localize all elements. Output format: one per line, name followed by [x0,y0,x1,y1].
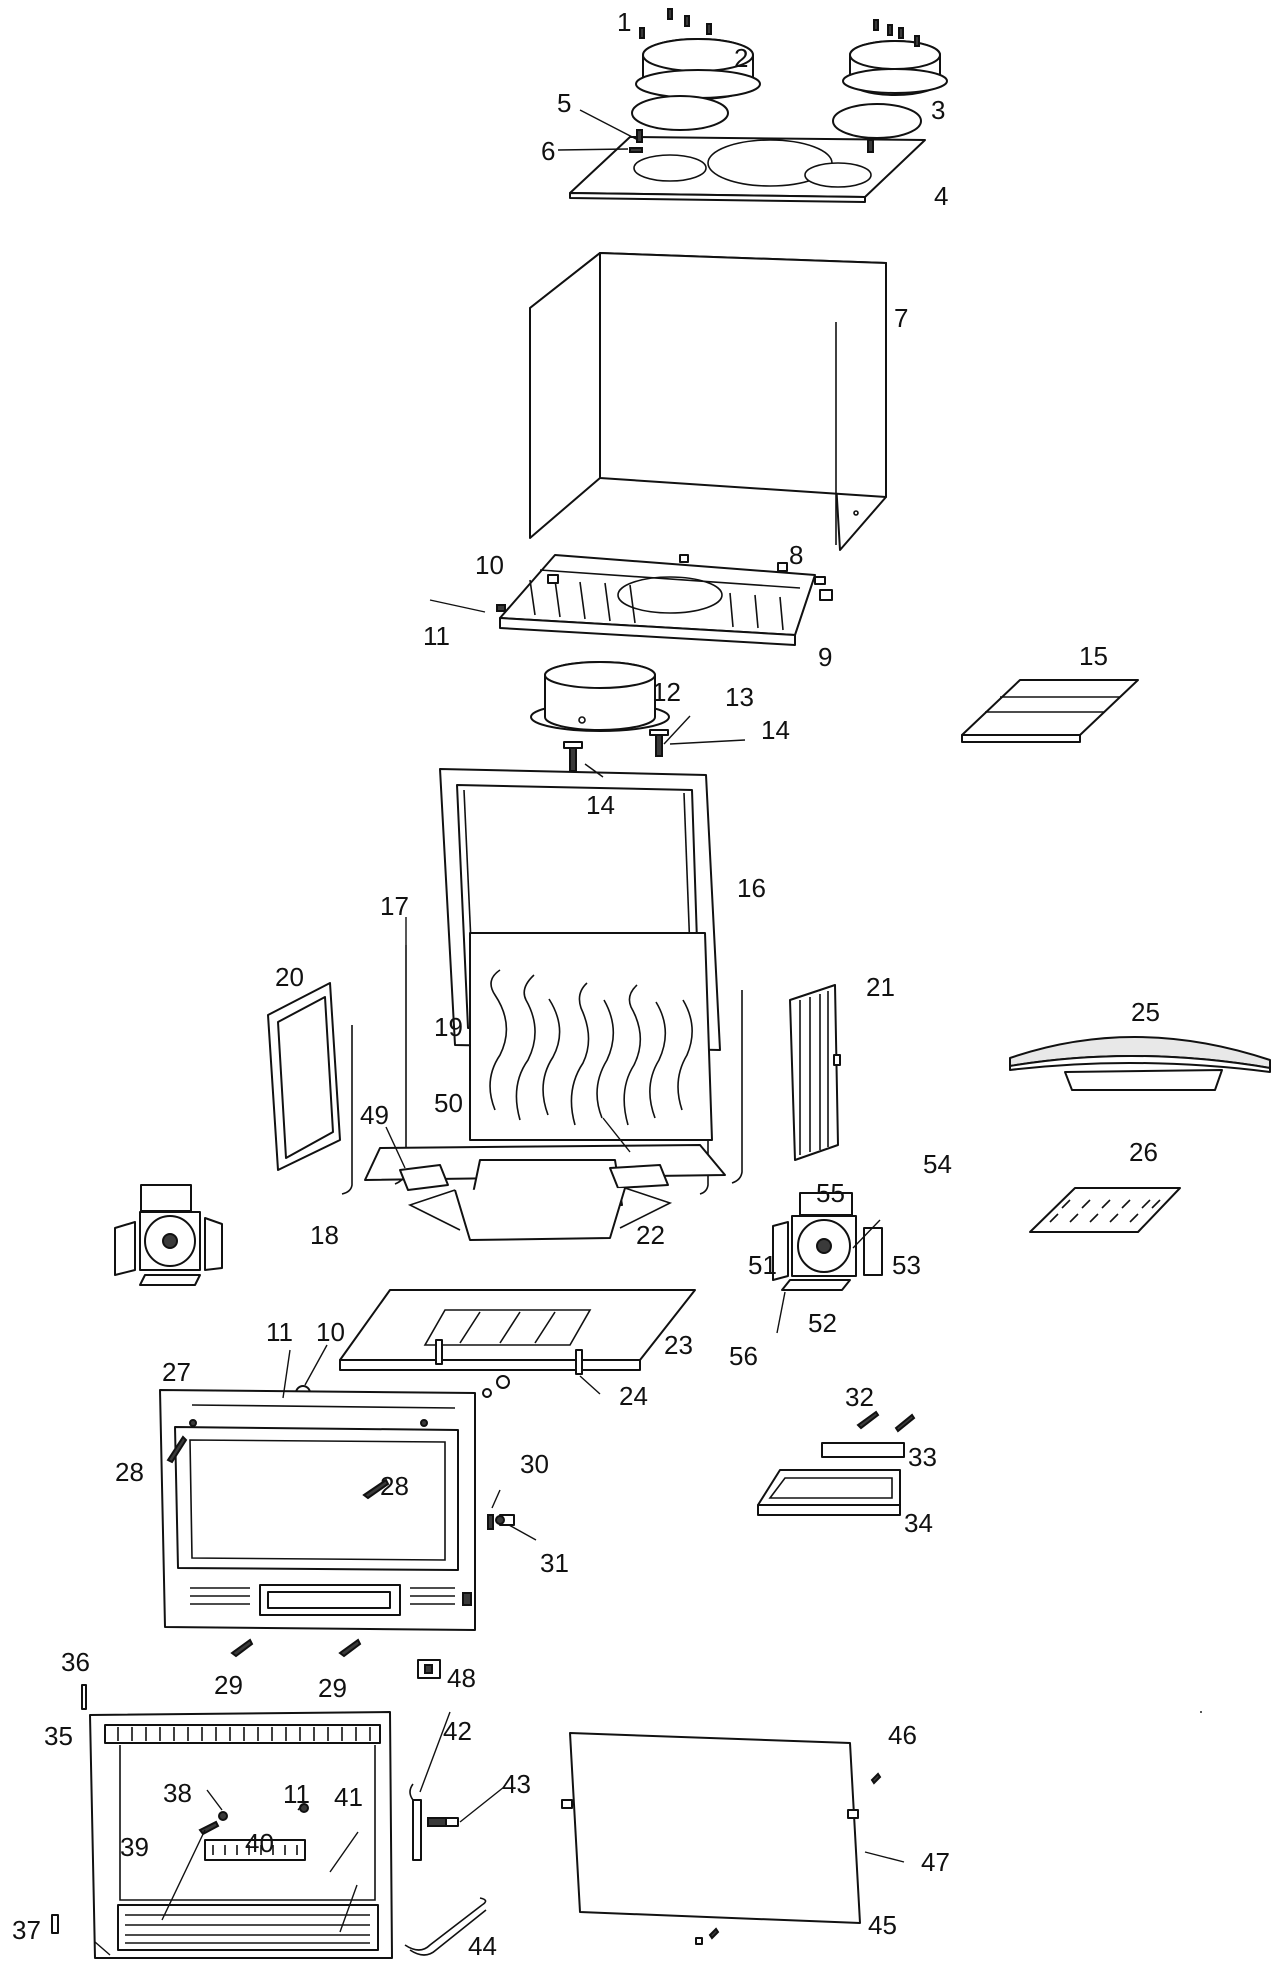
callout-14b: 14 [586,790,615,820]
callout-49: 49 [360,1100,389,1130]
callout-6: 6 [541,136,555,166]
callout-29b: 29 [318,1673,347,1703]
callout-26: 26 [1129,1137,1158,1167]
callout-23: 23 [664,1330,693,1360]
callout-33: 33 [908,1442,937,1472]
bolts-29 [230,1638,362,1658]
screws-flue [563,729,669,772]
callout-56: 56 [729,1341,758,1371]
callout-45: 45 [868,1910,897,1940]
callout-53: 53 [892,1250,921,1280]
part-left-side-panel [267,982,341,1171]
callout-10b: 10 [316,1317,345,1347]
callout-48: 48 [447,1663,476,1693]
callout-20: 20 [275,962,304,992]
callout-2: 2 [734,43,748,73]
parts-30-31 [487,1514,515,1530]
callout-24: 24 [619,1381,648,1411]
callout-28a: 28 [115,1457,144,1487]
part-ash-tray [757,1410,916,1516]
callout-22: 22 [636,1220,665,1250]
leader-lines [94,109,1202,1956]
callout-52: 52 [808,1308,837,1338]
part-right-side-panel [789,984,841,1161]
callout-25: 25 [1131,997,1160,1027]
callout-9: 9 [818,642,832,672]
callout-13: 13 [725,682,754,712]
callout-28b: 28 [380,1471,409,1501]
callout-8: 8 [789,540,803,570]
callout-54: 54 [923,1149,952,1179]
screws-24 [435,1339,583,1375]
callout-32: 32 [845,1382,874,1412]
callout-3: 3 [931,95,945,125]
fan-right [772,1192,883,1291]
part-flue-collar [530,661,670,732]
callout-40: 40 [245,1828,274,1858]
fan-left [114,1184,223,1286]
callout-55: 55 [816,1178,845,1208]
callout-11: 11 [423,621,450,651]
part-flame-panel [469,932,713,1141]
callout-17: 17 [380,891,409,921]
callout-7: 7 [894,303,908,333]
callout-11b: 11 [266,1317,293,1347]
callout-21: 21 [866,972,895,1002]
part-vent-grille [1029,1187,1181,1233]
callout-36: 36 [61,1647,90,1677]
bolts-28 [166,1435,390,1500]
part-top-grate [496,554,833,646]
parts-36-37 [51,1684,87,1934]
callout-42: 42 [443,1716,472,1746]
callout-38: 38 [163,1778,192,1808]
callout-30: 30 [520,1449,549,1479]
callout-43: 43 [502,1769,531,1799]
callout-27: 27 [162,1357,191,1387]
part-outer-shroud [529,252,887,551]
part-outer-front [89,1711,393,1959]
callout-1: 1 [617,7,631,37]
callout-19: 19 [434,1012,463,1042]
callout-29a: 29 [214,1670,243,1700]
part-glass-panel [561,1732,882,1945]
callout-15: 15 [1079,641,1108,671]
part-collar-right [832,40,948,139]
callout-35: 35 [44,1721,73,1751]
parts-42-44 [404,1783,487,1956]
part-burner-assembly [364,1144,726,1241]
callout-16: 16 [737,873,766,903]
callout-11c: 11 [283,1779,310,1809]
callout-5: 5 [557,88,571,118]
callout-46: 46 [888,1720,917,1750]
callout-50: 50 [434,1088,463,1118]
callout-34: 34 [904,1508,933,1538]
callout-31: 31 [540,1548,569,1578]
callout-14a: 14 [761,715,790,745]
callout-labels: 1 2 3 4 5 6 7 8 9 10 11 12 13 14 14 15 1… [12,7,1160,1961]
part-collar-left [631,38,761,131]
part-base-tray [339,1289,696,1371]
part-slide-rail [961,679,1139,743]
screws-top [639,8,920,47]
part-switch-48 [417,1659,441,1679]
callout-18: 18 [310,1220,339,1250]
callout-12: 12 [652,677,681,707]
callout-37: 37 [12,1915,41,1945]
callout-47: 47 [921,1847,950,1877]
callout-10: 10 [475,550,504,580]
part-hood [1009,1036,1271,1091]
callout-51: 51 [748,1250,777,1280]
part-top-plate [569,129,926,203]
callout-44: 44 [468,1931,497,1961]
callout-39: 39 [120,1832,149,1862]
part-front-frame [159,1389,476,1631]
callout-41: 41 [334,1782,363,1812]
callout-4: 4 [934,181,948,211]
